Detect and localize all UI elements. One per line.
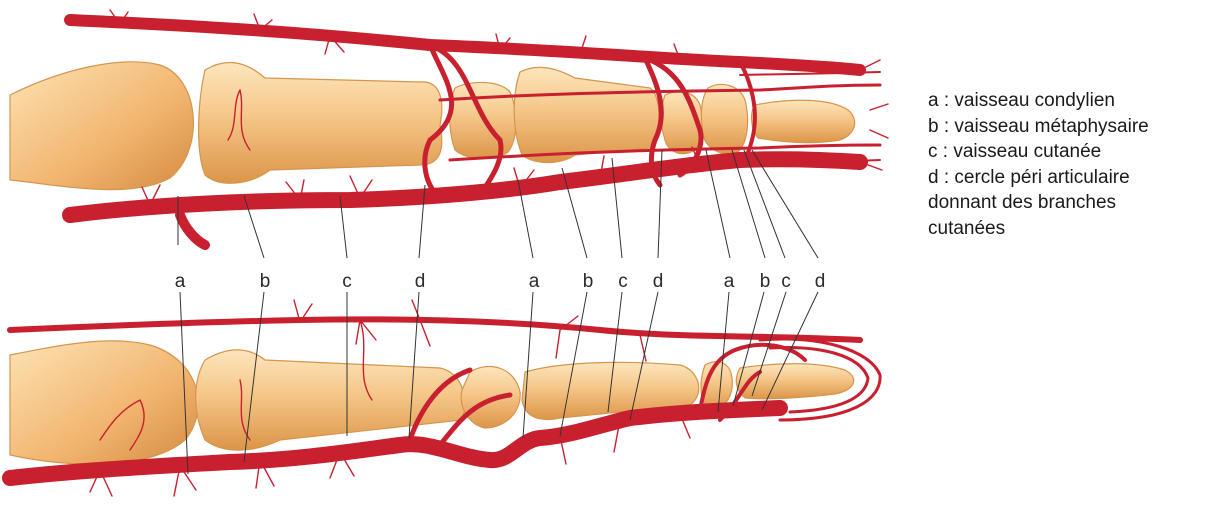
- label-c-2: c: [618, 271, 628, 292]
- bottom-dorsal-artery: [10, 319, 860, 340]
- legend-item-c: c : vaisseau cutanée: [928, 139, 1149, 165]
- metacarpal-head-top: [10, 62, 193, 190]
- label-c-1: c: [342, 271, 352, 292]
- legend: a : vaisseau condylien b : vaisseau méta…: [928, 88, 1149, 241]
- middle-joint-bottom: [461, 366, 520, 428]
- proximal-phalanx-bottom: [196, 350, 465, 450]
- label-b-1: b: [260, 271, 271, 292]
- top-finger-view: [10, 10, 888, 245]
- legend-item-d-cont-1: donnant des branches: [928, 190, 1149, 216]
- distal-phalanx-base-top: [701, 84, 747, 154]
- top-bones: [10, 62, 855, 190]
- label-b-3: b: [760, 271, 771, 292]
- top-palmar-artery: [70, 159, 860, 215]
- label-a-2: a: [529, 271, 540, 292]
- label-c-3: c: [781, 271, 791, 292]
- label-b-2: b: [583, 271, 594, 292]
- label-d-2: d: [653, 271, 664, 292]
- distal-phalanx-bottom: [736, 364, 853, 399]
- legend-item-d-cont-2: cutanées: [928, 216, 1149, 242]
- middle-phalanx-top: [514, 67, 659, 162]
- label-a-3: a: [724, 271, 735, 292]
- label-d-1: d: [415, 271, 426, 292]
- legend-item-a: a : vaisseau condylien: [928, 88, 1149, 114]
- letter-labels: a b c d a b c d a b c d: [175, 271, 826, 292]
- label-a-1: a: [175, 271, 186, 292]
- label-d-3: d: [815, 271, 826, 292]
- bottom-finger-view: [10, 300, 880, 496]
- legend-item-b: b : vaisseau métaphysaire: [928, 114, 1149, 140]
- top-artery-stub: [180, 215, 205, 245]
- proximal-phalanx-top: [199, 62, 442, 183]
- legend-item-d: d : cercle péri articulaire: [928, 165, 1149, 191]
- distal-phalanx-tip-top: [752, 100, 855, 142]
- metacarpal-head-bottom: [10, 341, 198, 464]
